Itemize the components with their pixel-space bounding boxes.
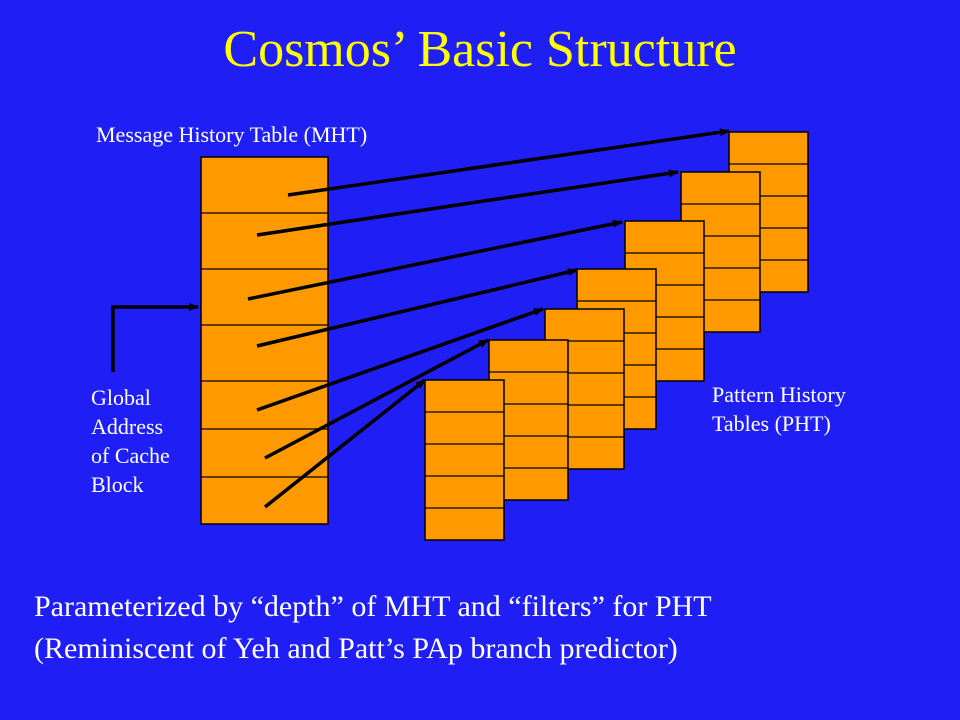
pht-label: Pattern History Tables (PHT) [712,380,846,438]
pht-label-line-1: Pattern History [712,382,846,407]
global-address-line-2: Address [91,414,164,439]
mht-table [200,156,329,525]
mht-to-pht-arrow-1 [287,128,730,197]
mht-to-pht-arrow-7 [263,378,427,509]
mht-to-pht-arrow-5 [256,307,544,412]
footer-line-2: (Reminiscent of Yeh and Patt’s PAp branc… [34,632,678,665]
global-address-arrow [111,303,199,372]
mht-to-pht-arrow-6 [264,338,489,460]
pht-table-7 [424,379,505,541]
global-address-line-4: Block [91,472,144,497]
global-address-line-1: Global [91,385,151,410]
mht-to-pht-arrow-2 [256,169,679,237]
global-address-line-3: of Cache [91,443,170,468]
pht-label-line-2: Tables (PHT) [712,411,831,436]
footer-line-1: Parameterized by “depth” of MHT and “fil… [34,590,712,623]
slide-title: Cosmos’ Basic Structure [223,21,737,78]
global-address-label: Global Address of Cache Block [91,383,170,499]
mht-to-pht-arrow-4 [256,268,578,348]
footer-text: Parameterized by “depth” of MHT and “fil… [34,586,712,670]
mht-to-pht-arrow-3 [247,219,623,301]
mht-label: Message History Table (MHT) [96,122,368,147]
